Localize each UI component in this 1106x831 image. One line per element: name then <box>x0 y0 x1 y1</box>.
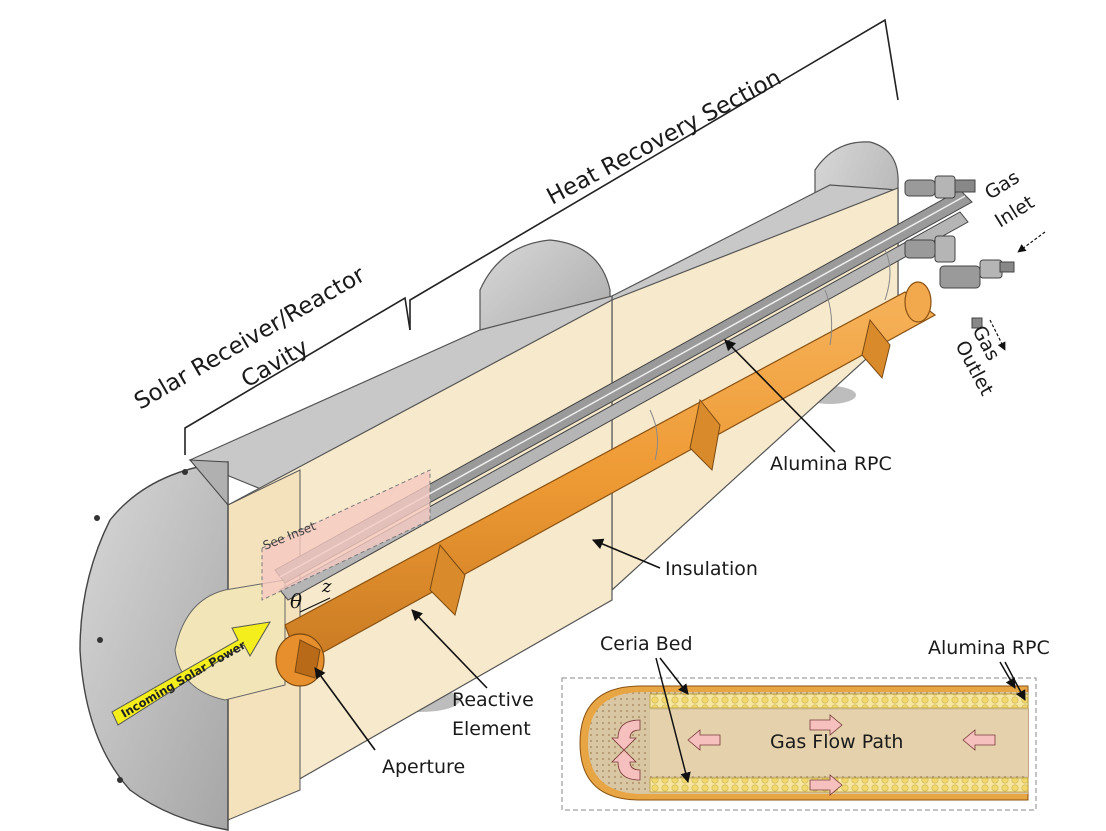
flow-arrow-icon <box>809 774 843 796</box>
flow-arrow-icon <box>962 729 996 751</box>
reactive-element-tube <box>275 281 937 687</box>
label-ceria-bed: Ceria Bed <box>600 633 693 655</box>
inset-alumina-arrow-2 <box>1004 661 1026 701</box>
bolt-icon <box>117 777 123 783</box>
see-inset-box <box>261 469 431 601</box>
label-reactive-1: Reactive <box>452 689 534 711</box>
ceria-bed-arrow-bottom <box>655 657 691 784</box>
inset-panel: Gas Flow Path <box>561 677 1037 811</box>
u-turn-arrow-icon <box>611 719 641 751</box>
gas-fittings <box>904 175 1015 329</box>
bolt-icon <box>94 515 100 521</box>
alumina-rpc-arrow <box>724 339 836 453</box>
label-z: z <box>321 576 332 597</box>
bracket-solar-receiver <box>184 296 411 455</box>
label-aperture: Aperture <box>382 756 465 778</box>
bolt-icon <box>182 469 188 475</box>
insulation-arrow <box>591 538 661 569</box>
label-alumina-rpc: Alumina RPC <box>770 453 892 475</box>
inset-alumina-arrow-1 <box>999 661 1016 689</box>
label-theta: θ <box>290 589 302 613</box>
ceria-bed-arrow-top <box>659 657 689 695</box>
flow-arrow-icon <box>687 729 721 751</box>
gas-outlet-arrow <box>989 319 1006 351</box>
label-heat-recovery: Heat Recovery Section <box>543 65 786 211</box>
flow-arrow-icon <box>809 714 843 736</box>
gas-inlet-arrow <box>1017 231 1046 253</box>
label-insulation: Insulation <box>665 558 758 580</box>
front-end-cap <box>79 459 229 831</box>
reactive-element-arrow <box>411 609 488 689</box>
aperture-arrow <box>314 667 376 751</box>
z-axis-line <box>299 597 331 613</box>
bolt-icon <box>97 637 103 643</box>
label-gas-flow-path: Gas Flow Path <box>770 731 903 753</box>
u-turn-arrow-icon <box>611 749 641 781</box>
bracket-heat-recovery <box>409 18 899 330</box>
label-reactive-2: Element <box>452 718 531 740</box>
alumina-rpc-tube <box>274 189 973 601</box>
label-inset-alumina-rpc: Alumina RPC <box>928 637 1050 659</box>
